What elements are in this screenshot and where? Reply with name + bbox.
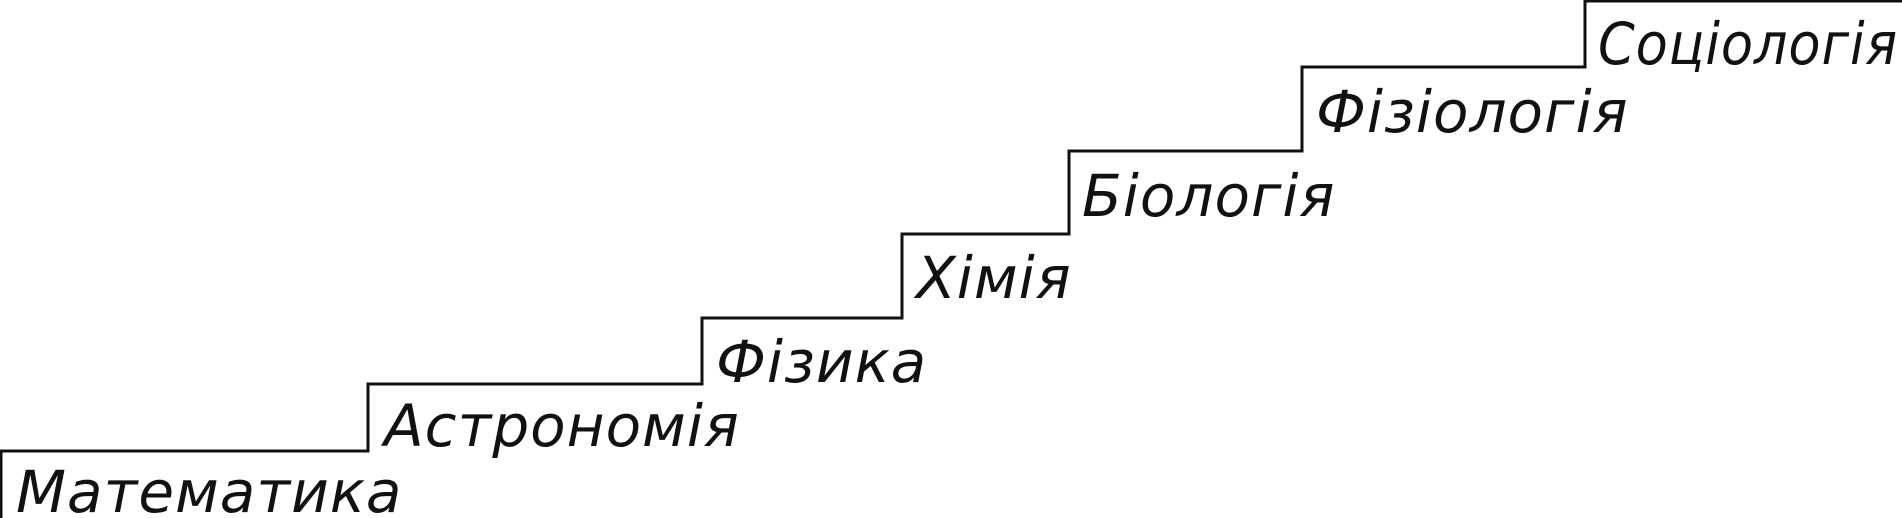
step-label-sociology: Соціологія bbox=[1598, 10, 1898, 78]
step-label-chemistry: Хімія bbox=[913, 244, 1072, 312]
step-label-astronomy: Астрономія bbox=[380, 392, 740, 460]
step-label-physiology: Фізіологія bbox=[1316, 78, 1629, 146]
step-label-biology: Біологія bbox=[1082, 162, 1335, 230]
step-label-mathematics: Математика bbox=[16, 458, 402, 518]
step-label-physics: Фізика bbox=[716, 328, 927, 396]
